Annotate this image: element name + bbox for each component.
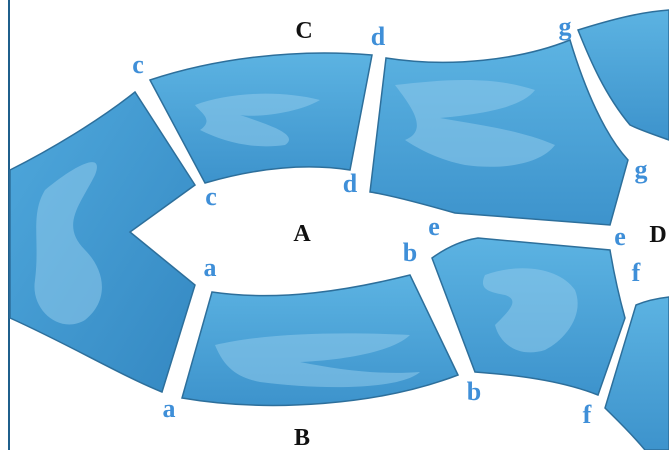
water-west-swirl <box>34 162 102 325</box>
water-north-swirl <box>195 93 320 147</box>
bridge-label-g-upper: g <box>559 12 572 41</box>
bridge-label-b-lower: b <box>467 377 481 406</box>
bridge-label-c-upper: c <box>132 50 144 79</box>
bridge-label-a-lower: a <box>163 394 176 423</box>
water-south-swirl <box>215 333 420 388</box>
water-far-northeast <box>577 9 669 141</box>
bridge-label-d-lower: d <box>343 169 358 198</box>
bridge-label-b-upper: b <box>403 238 417 267</box>
region-label-d: D <box>649 222 666 248</box>
region-label-a: A <box>293 221 311 247</box>
bridge-label-g-lower: g <box>635 155 648 184</box>
bridge-label-c-lower: c <box>205 182 217 211</box>
water-far-southeast <box>604 296 669 450</box>
bridge-label-d-upper: d <box>371 22 386 51</box>
bridge-label-e-left: e <box>428 212 440 241</box>
region-label-b: B <box>294 425 310 450</box>
region-label-c: C <box>295 18 312 44</box>
bridge-label-f-upper: f <box>632 258 641 287</box>
water-southeast-swirl <box>482 268 578 353</box>
water-north-channel <box>148 52 373 184</box>
bridge-label-e-right: e <box>614 222 626 251</box>
bridge-label-f-lower: f <box>583 400 592 429</box>
water-northeast-swirl <box>395 80 555 167</box>
bridge-label-a-upper: a <box>204 253 217 282</box>
